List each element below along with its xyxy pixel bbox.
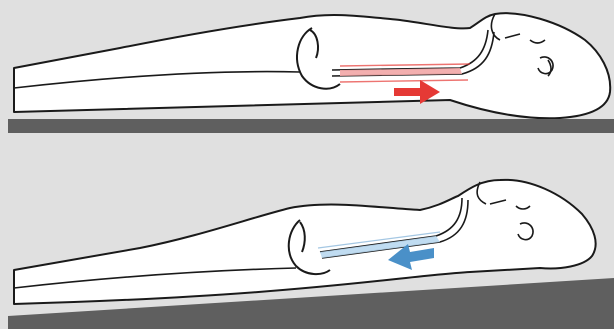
flat-surface	[8, 119, 614, 133]
flat-position-illustration	[0, 0, 614, 145]
inclined-position-illustration	[0, 160, 614, 329]
reclining-figure-icon	[14, 13, 610, 118]
inclined-position-panel	[0, 160, 614, 329]
flat-position-panel	[0, 0, 614, 145]
